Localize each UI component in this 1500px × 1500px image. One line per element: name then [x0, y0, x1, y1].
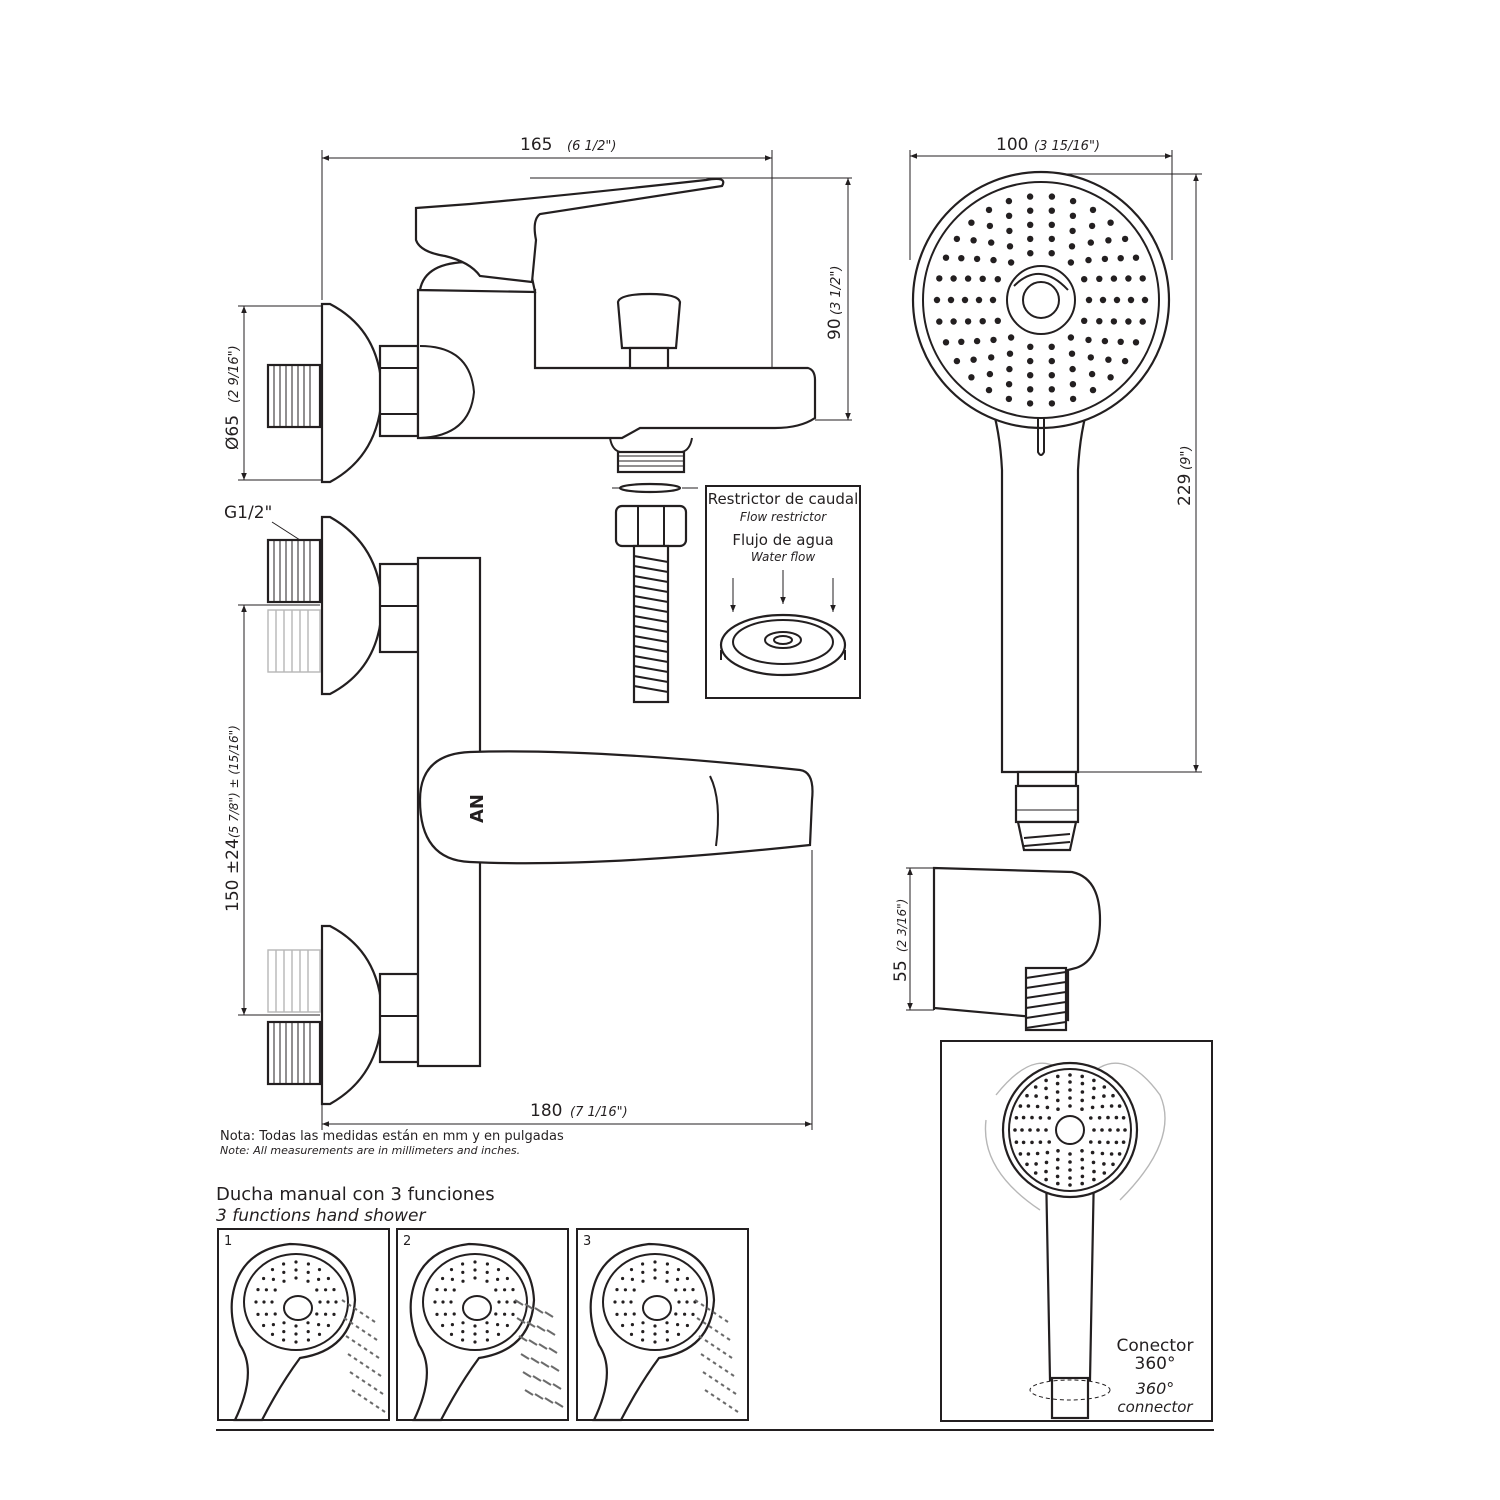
connector-360-box [940, 1040, 1213, 1422]
dim-shower-width-mm: 100 [996, 135, 1028, 155]
connector-en-line2: connector [1117, 1398, 1193, 1416]
restrictor-title-es: Restrictor de caudal [708, 490, 859, 508]
functions-title-es: Ducha manual con 3 funciones [216, 1184, 495, 1205]
restrictor-title-en: Flow restrictor [740, 510, 827, 524]
dim-rosette-in: (2 9/16") [227, 345, 242, 403]
hose-connector [614, 504, 688, 704]
restrictor-flow-es: Flujo de agua [732, 531, 833, 549]
thread-label: G1/2" [224, 503, 272, 523]
nozzle-pattern [933, 193, 1149, 407]
mixer-front-view: AN [238, 515, 814, 1130]
function-panel-1: 1 [217, 1228, 390, 1422]
dim-shower-length-mm: 229 [1175, 474, 1195, 506]
note-en: Note: All measurements are in millimeter… [220, 1144, 520, 1157]
svg-text:AN: AN [467, 794, 488, 823]
dim-top-width-mm: 165 [520, 135, 552, 155]
svg-text:3: 3 [583, 1234, 591, 1249]
connector-es-line1: Conector [1117, 1336, 1194, 1356]
function-panel-3: 3 [576, 1228, 749, 1422]
restrictor-flow-en: Water flow [751, 550, 815, 564]
nozzle-pattern-small [1013, 1073, 1127, 1187]
dim-holder-mm: 55 [891, 960, 911, 982]
dim-centers-mm: 150 ±24 [223, 838, 243, 912]
connector-es-line2: 360° [1135, 1354, 1176, 1374]
svg-text:1: 1 [224, 1234, 232, 1249]
functions-title-en: 3 functions hand shower [216, 1206, 426, 1226]
connector-en-line1: 360° [1136, 1379, 1175, 1398]
dim-height-in: (3 1/2") [829, 266, 844, 315]
svg-text:2: 2 [403, 1234, 411, 1249]
function-panel-2: 2 [396, 1228, 569, 1422]
dim-height-mm: 90 [825, 318, 845, 340]
dim-shower-width-in: (3 15/16") [1034, 139, 1100, 154]
dim-holder-in: (2 3/16") [895, 899, 909, 952]
mixer-side-view [238, 150, 852, 494]
restrictor-box [705, 485, 861, 699]
dim-centers-in: (5 7/8") ± (15/16") [227, 725, 241, 838]
dim-bottom-width-mm: 180 [530, 1101, 562, 1121]
dim-top-width-in: (6 1/2") [567, 139, 616, 154]
note-es: Nota: Todas las medidas están en mm y en… [220, 1129, 564, 1144]
hand-shower [906, 150, 1202, 1032]
dim-rosette-mm: Ø65 [223, 415, 243, 450]
dim-bottom-width-in: (7 1/16") [570, 1105, 628, 1120]
dim-shower-length-in: (9") [1179, 446, 1194, 470]
